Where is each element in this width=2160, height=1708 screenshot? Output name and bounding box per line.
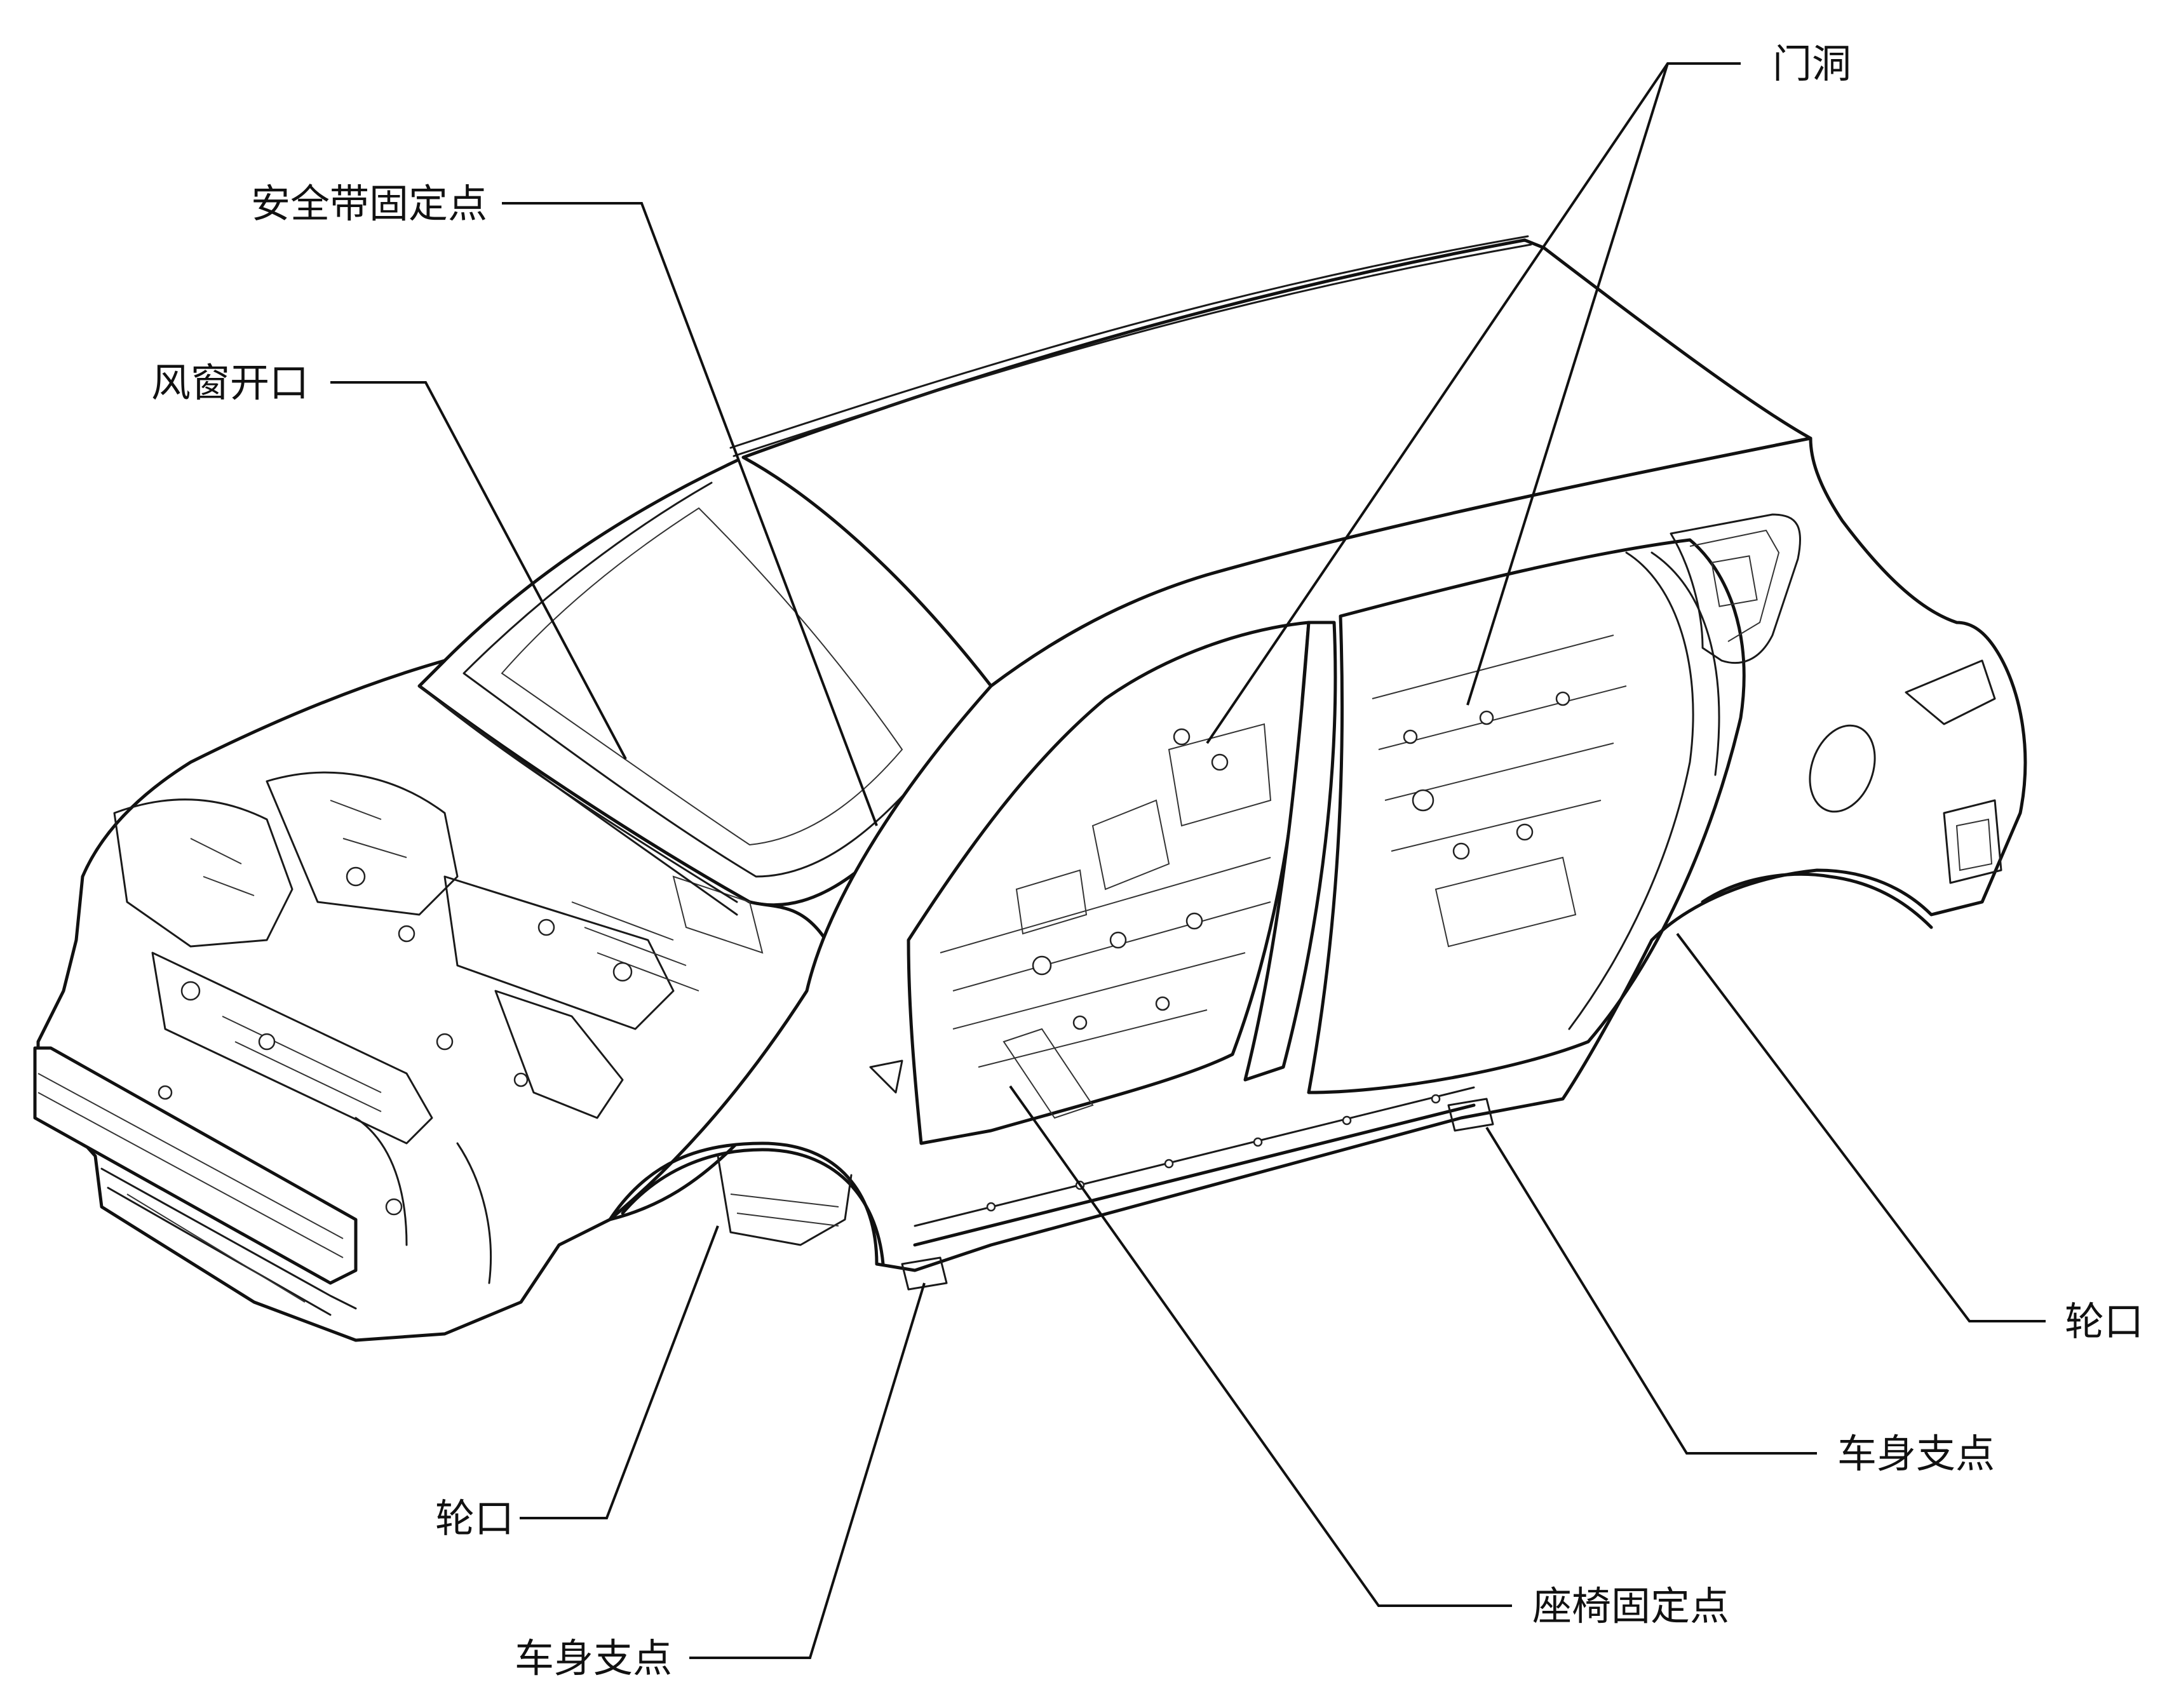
label-seat-anchor: 座椅固定点 [1532,1583,1729,1629]
leader-body-support-rear [1485,1126,1817,1455]
leader-windshield-opening [330,381,627,760]
b-pillar [1243,621,1337,1082]
car-body-illustration [33,235,2027,1342]
windshield-opening [501,507,903,846]
floor-details [940,635,1627,1119]
leader-seat-anchor [1009,1085,1512,1607]
label-body-support-rear: 车身支点 [1837,1430,1995,1477]
leader-wheel-arch-front [520,1225,719,1519]
leader-lines [330,62,2046,1659]
leader-body-support-front [689,1282,926,1659]
label-windshield-opening: 风窗开口 [151,360,309,406]
label-body-support-front: 车身支点 [515,1635,672,1681]
leader-seatbelt-anchor [502,202,878,826]
front-bumper-beam [33,1046,358,1285]
label-wheel-arch-front: 轮口 [435,1495,514,1542]
callout-labels: 门洞 安全带固定点 风窗开口 轮口 车身支点 座椅固定点 轮口 车身支点 [151,41,2143,1681]
rear-body-support [1447,1098,1494,1132]
front-structure [36,659,830,1342]
rocker-sill [913,1103,1476,1247]
rear-wheel-arch [1701,872,1933,929]
leader-wheel-arch-rear [1676,932,2046,1322]
front-body-support [901,1256,948,1291]
fuel-door [1809,724,1876,813]
rear-door-opening [1307,538,1746,1094]
front-engine-bay-details [113,771,764,1284]
roof-rail [729,235,1529,449]
label-door-opening: 门洞 [1772,41,1851,87]
front-wheel-arch [621,1148,885,1266]
label-wheel-arch-rear: 轮口 [2065,1298,2143,1345]
label-seatbelt-anchor: 安全带固定点 [251,180,487,227]
quarter-window [1670,513,1802,664]
